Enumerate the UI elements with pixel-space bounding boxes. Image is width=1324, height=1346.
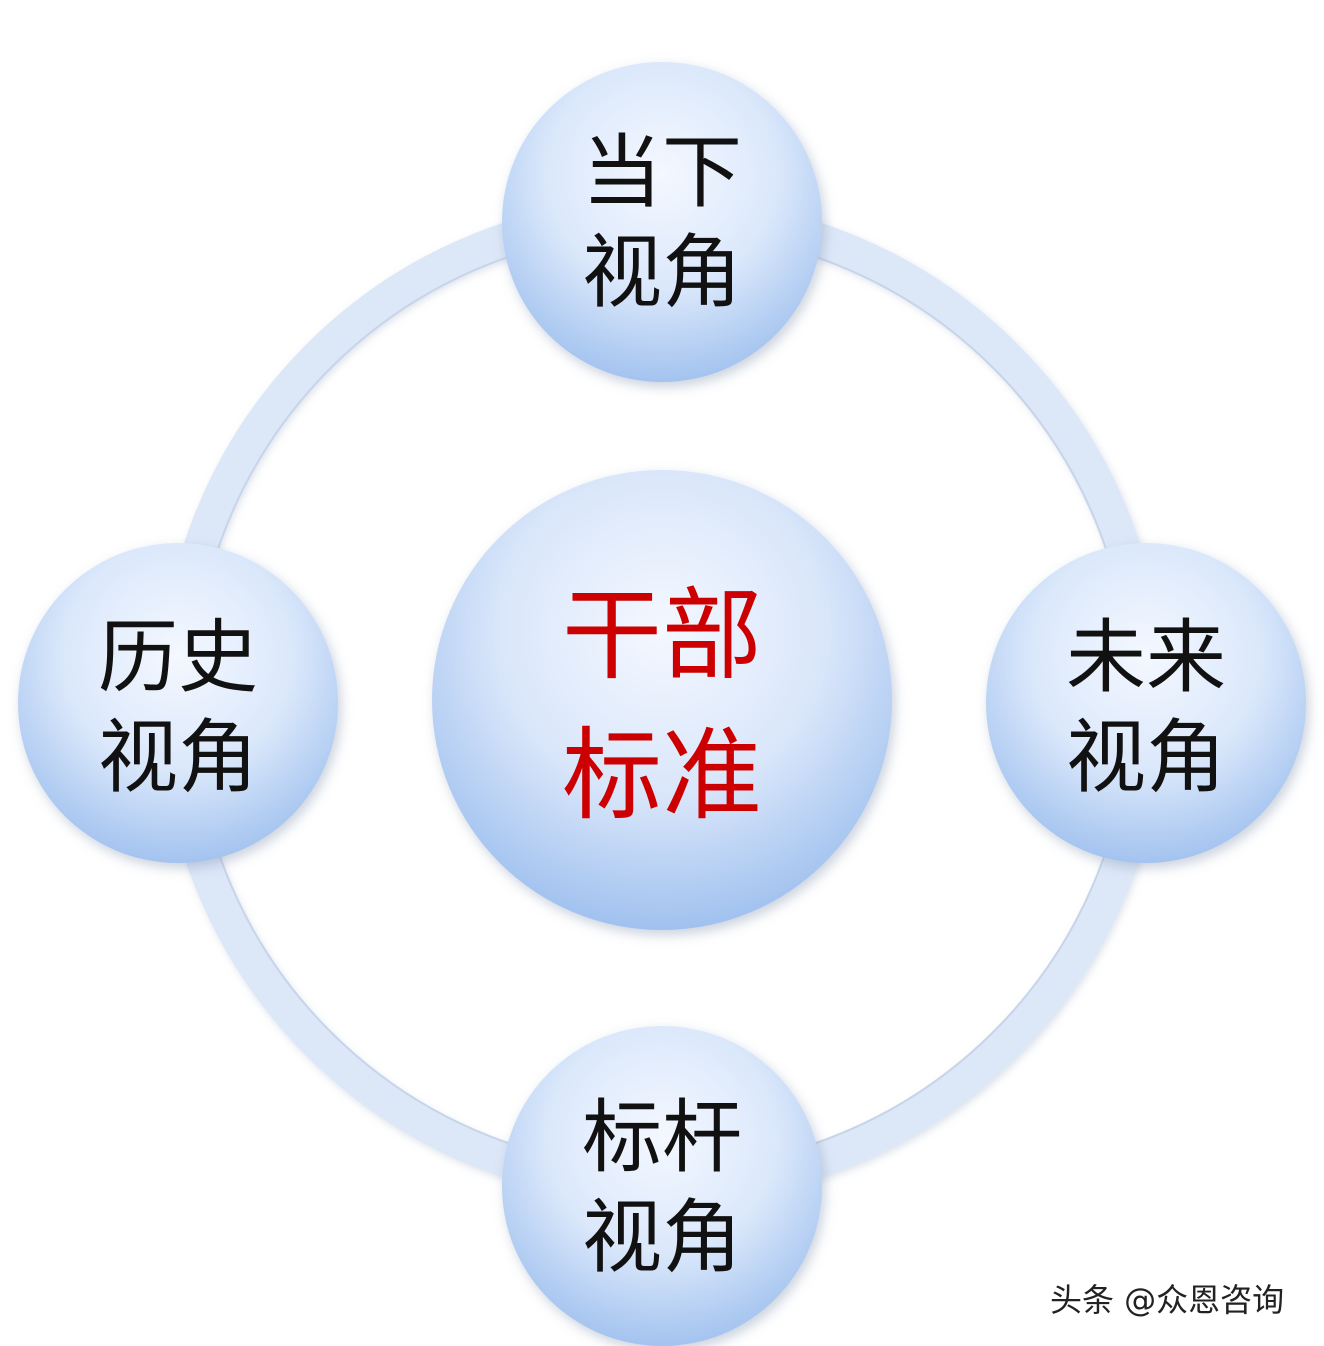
- node-right-future-perspective: 未来 视角: [986, 543, 1306, 863]
- center-label-line2: 标准: [562, 717, 762, 834]
- node-left-label-line2: 视角: [98, 711, 258, 804]
- node-right-label-line1: 未来: [1066, 611, 1226, 704]
- node-top-present-perspective: 当下 视角: [502, 62, 822, 382]
- node-left-history-perspective: 历史 视角: [18, 543, 338, 863]
- node-bottom-benchmark-perspective: 标杆 视角: [502, 1026, 822, 1346]
- center-label-line1: 干部: [562, 577, 762, 694]
- node-bottom-label-line2: 视角: [582, 1191, 742, 1284]
- center-node: 干部 标准: [432, 470, 892, 930]
- node-top-label-line1: 当下: [582, 126, 742, 219]
- node-bottom-label-line1: 标杆: [582, 1091, 742, 1184]
- watermark-text: 头条 @众恩咨询: [1050, 1281, 1285, 1319]
- node-left-label-line1: 历史: [98, 611, 258, 704]
- node-top-label-line2: 视角: [582, 226, 742, 319]
- node-right-label-line2: 视角: [1066, 711, 1226, 804]
